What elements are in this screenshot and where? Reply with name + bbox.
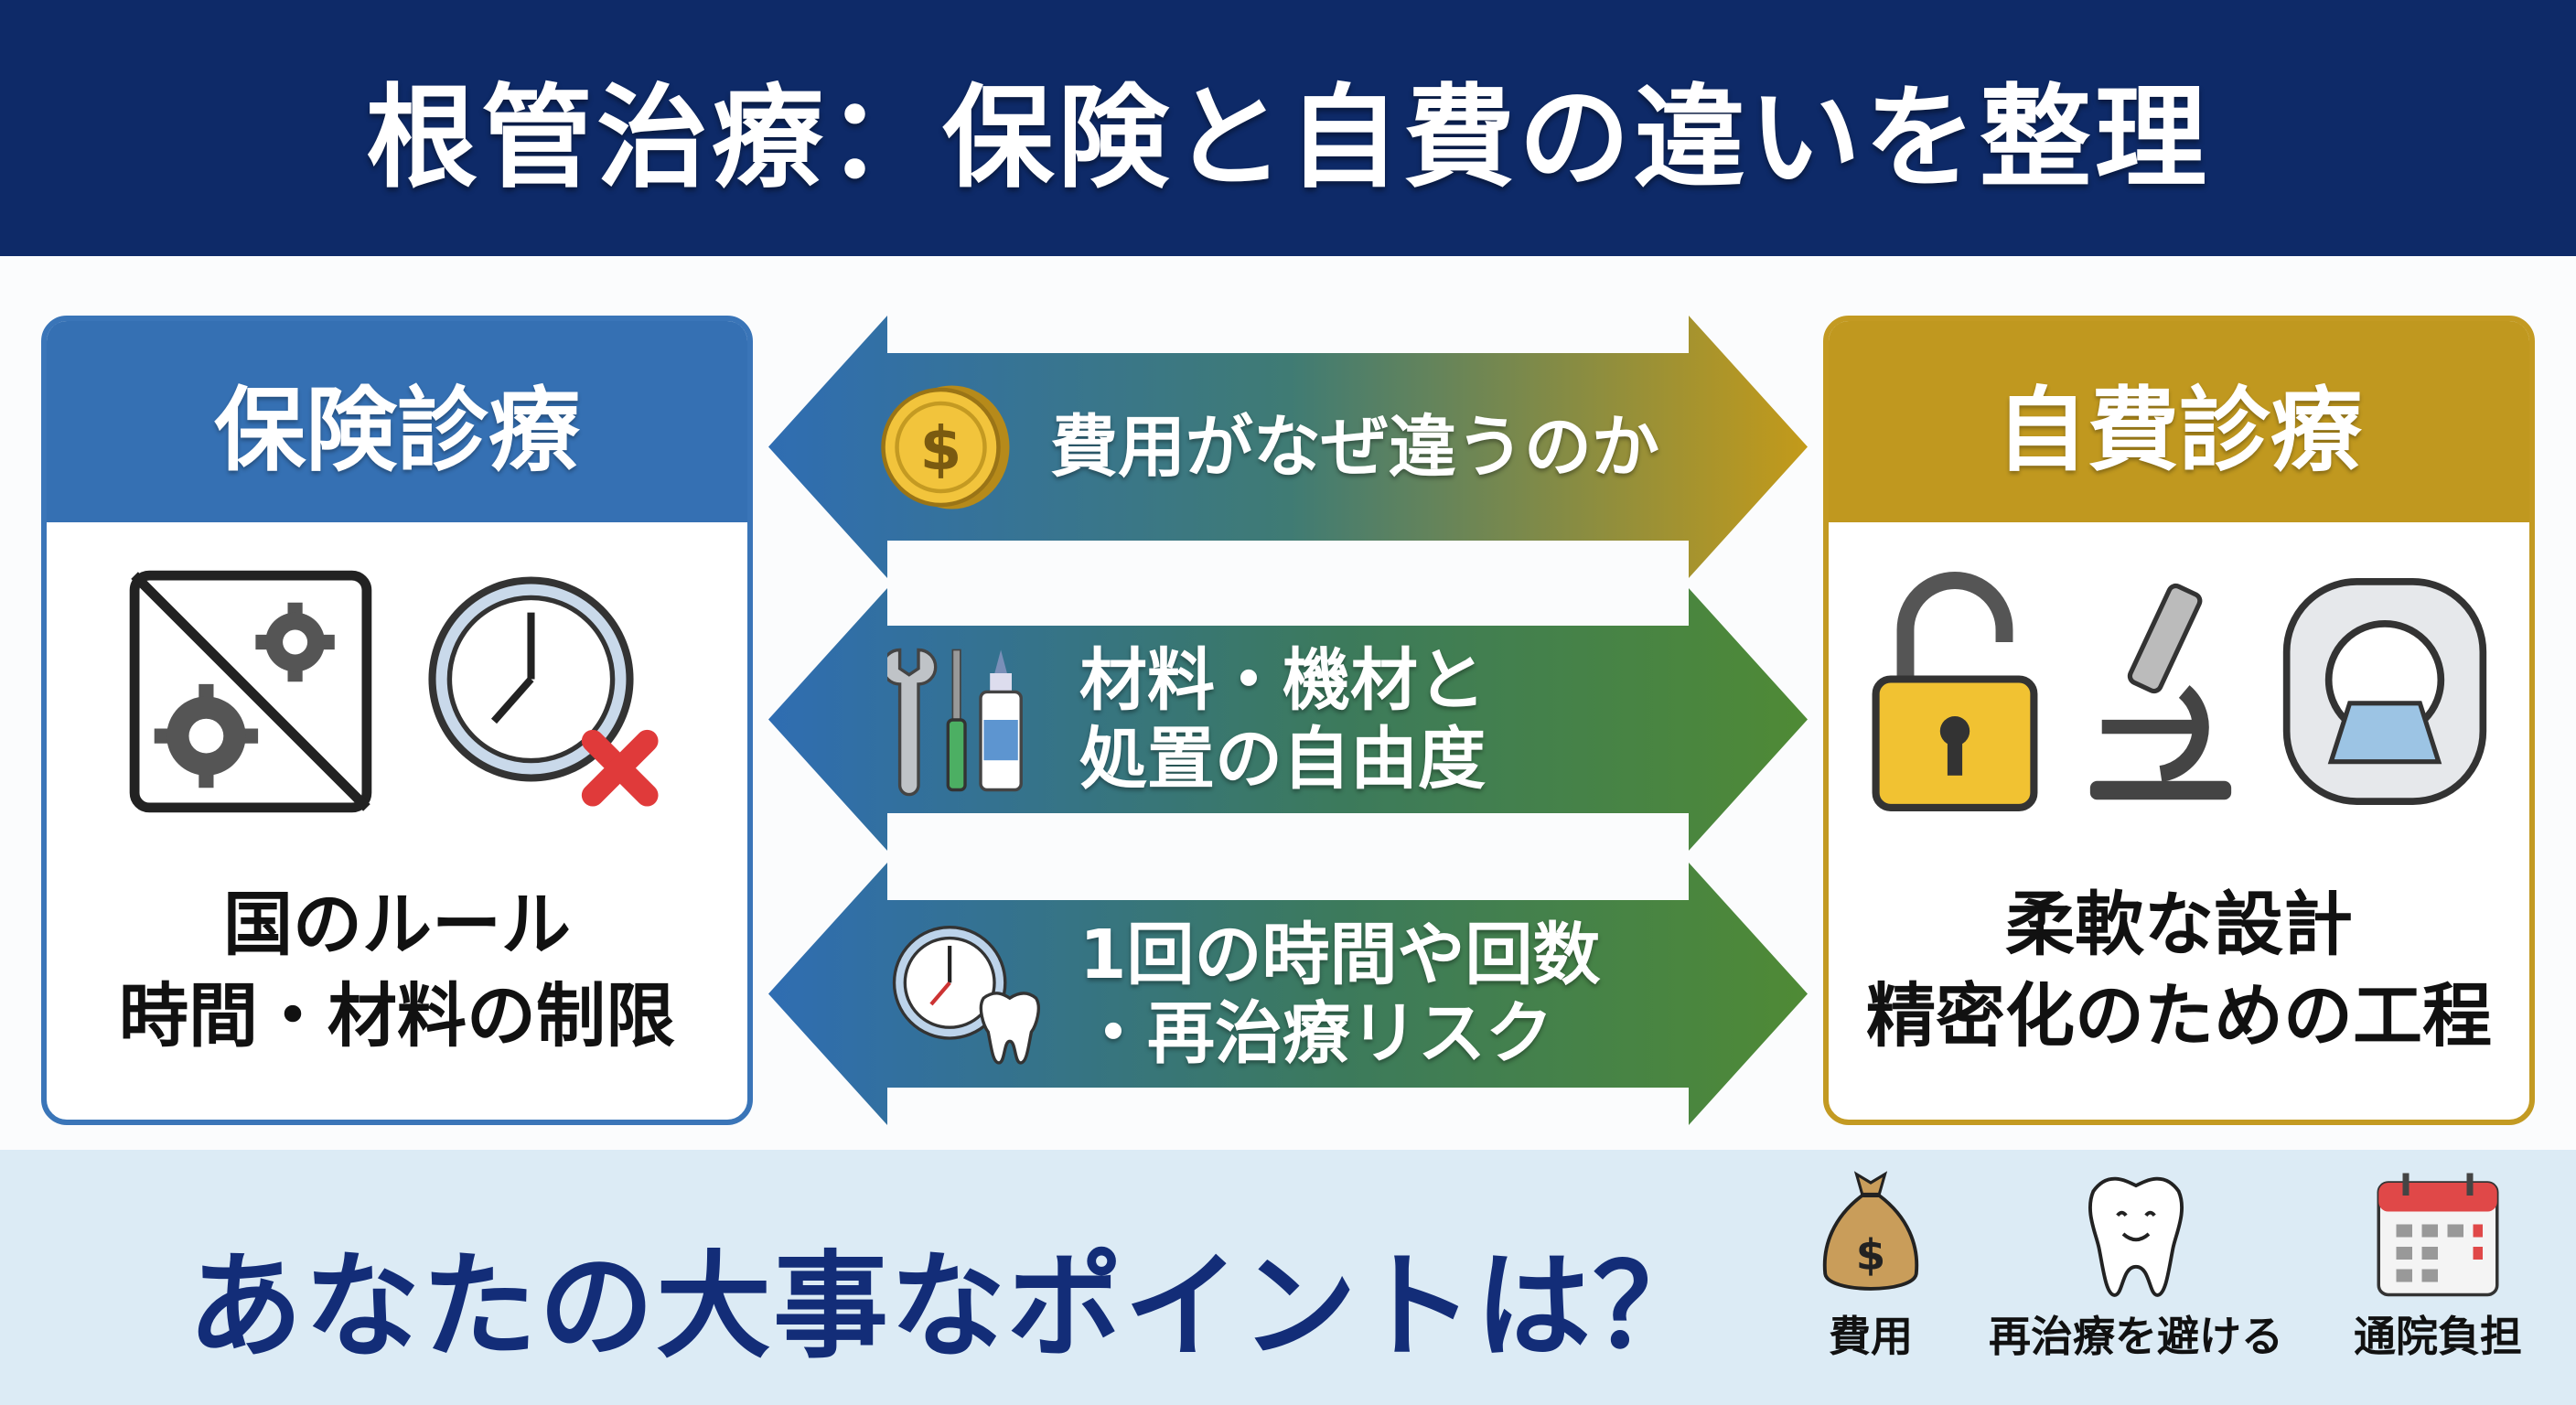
self-pay-card-heading: 自費診療 <box>1829 321 2529 522</box>
insurance-card: 保険診療 国のルール 時間・材料の制限 <box>41 316 753 1125</box>
point-cost-label: 費用 <box>1829 1312 1913 1361</box>
point-visit-burden-label: 通院負担 <box>2354 1312 2522 1361</box>
insurance-line-1: 国のルール <box>223 884 571 965</box>
arrow-time-line-1: 1回の時間や回数 <box>1079 915 1601 994</box>
header-banner: 根管治療：保険と自費の違いを整理 <box>0 0 2576 256</box>
tools-icon <box>887 648 1023 796</box>
point-cost: $ 費用 <box>1793 1170 1948 1362</box>
key-point-question: あなたの大事なポイントは？ <box>188 1239 1710 1374</box>
arrow-materials-shape <box>768 588 1808 851</box>
calendar-icon <box>2377 1173 2499 1297</box>
smiling-tooth-icon <box>2088 1176 2184 1297</box>
svg-text:$: $ <box>1856 1231 1885 1281</box>
arrow-cost: $ 費用がなぜ違うのか <box>768 316 1808 578</box>
insurance-line-2: 時間・材料の制限 <box>119 975 675 1056</box>
insurance-card-heading: 保険診療 <box>47 321 747 522</box>
coin-icon: $ <box>881 385 1010 509</box>
arrow-time-line-2: ・再治療リスク <box>1079 993 1553 1073</box>
svg-text:$: $ <box>920 413 962 484</box>
arrow-materials: 材料・機材と 処置の自由度 <box>768 588 1808 851</box>
bottom-band: あなたの大事なポイントは？ $ 費用 再治療を避ける 通院負担 <box>0 1150 2576 1405</box>
comparison-arrows: $ 費用がなぜ違うのか 材料・機材と 処置の自由度 <box>768 316 1808 1125</box>
self-pay-line-2: 精密化のための工程 <box>1866 975 2492 1056</box>
arrow-time: 1回の時間や回数 ・再治療リスク <box>768 863 1808 1125</box>
ct-scanner-icon <box>2282 578 2487 805</box>
money-bag-icon: $ <box>1822 1171 1919 1291</box>
arrow-materials-label: 材料・機材と 処置の自由度 <box>1079 641 1486 799</box>
unlocked-padlock-icon <box>1872 572 2038 811</box>
point-avoid-retreatment: 再治療を避ける <box>1967 1170 2305 1362</box>
no-gear-icon <box>129 570 372 813</box>
point-visit-burden: 通院負担 <box>2342 1170 2534 1362</box>
point-avoid-retreatment-label: 再治療を避ける <box>1989 1312 2283 1361</box>
clock-cross-icon <box>428 576 659 807</box>
page-title: 根管治療：保険と自費の違いを整理 <box>366 72 2210 203</box>
microscope-icon <box>2089 583 2232 800</box>
arrow-time-label: 1回の時間や回数 ・再治療リスク <box>1079 916 1601 1073</box>
arrow-cost-label: 費用がなぜ違うのか <box>1050 407 1659 487</box>
self-pay-card: 自費診療 柔軟な設計 精密化のための工程 <box>1823 316 2535 1125</box>
arrow-materials-line-1: 材料・機材と <box>1079 640 1486 720</box>
self-pay-line-1: 柔軟な設計 <box>2005 884 2353 965</box>
arrow-materials-line-2: 処置の自由度 <box>1079 719 1486 799</box>
clock-tooth-icon <box>892 925 1040 1065</box>
